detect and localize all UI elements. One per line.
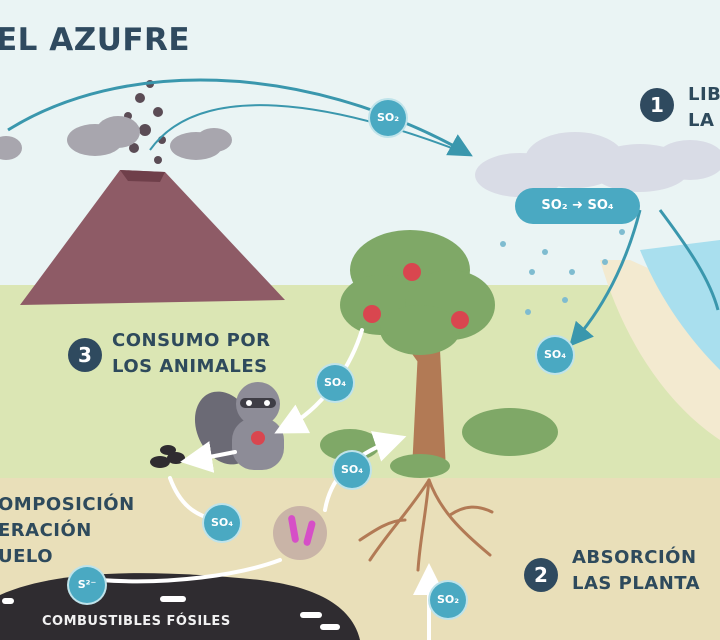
step-1-number: 1: [640, 88, 674, 122]
step-2-line2: LAS PLANTA: [572, 573, 701, 594]
step-2-label: ABSORCIÓN LAS PLANTA: [572, 545, 700, 597]
step-3-number: 3: [68, 338, 102, 372]
arrow-animal-to-droppings: [180, 441, 237, 473]
raindrops: [500, 229, 625, 315]
step-3-label: CONSUMO POR LOS ANIMALES: [112, 328, 271, 380]
step-2-line1: ABSORCIÓN: [572, 547, 697, 568]
so2-badge-air: SO₂: [370, 100, 406, 136]
arrow-rain-to-ground: [569, 209, 642, 347]
microorganism-circle: [273, 506, 327, 560]
tree-canopy: [340, 230, 495, 355]
decomposition-line1: OMPOSICIÓN: [0, 494, 135, 515]
decomposition-line2: ERACIÓN: [0, 520, 92, 541]
volcano-crater: [120, 170, 165, 182]
fossil-fuel-label: COMBUSTIBLES FÓSILES: [42, 614, 231, 629]
rain-cloud: [475, 132, 720, 197]
apples: [363, 263, 469, 329]
tree-trunk: [412, 350, 446, 470]
step-3-line1: CONSUMO POR: [112, 330, 271, 351]
so4-badge-rain: SO₄: [537, 337, 573, 373]
step-1-line2: LA: [688, 110, 715, 131]
so4-badge-decomposition: SO₄: [204, 505, 240, 541]
diagram-title: EL AZUFRE: [0, 22, 191, 58]
bacteria: [288, 515, 316, 546]
so4-badge-plant: SO₄: [317, 365, 353, 401]
step-1-label: LIB LA: [688, 82, 720, 134]
bones: [2, 596, 340, 630]
decomposition-line3: UELO: [0, 546, 54, 567]
arrow-rain-to-sea: [658, 209, 720, 311]
volcano: [20, 170, 285, 305]
arrow-fossil-to-soil: [98, 558, 282, 584]
so2-badge-root: SO₂: [430, 582, 466, 618]
smoke-cloud-left: [0, 116, 232, 160]
decomposition-label: OMPOSICIÓN ERACIÓN UELO: [0, 492, 135, 570]
step-2-number: 2: [524, 558, 558, 592]
conversion-badge: SO₂ ➜ SO₄: [515, 188, 640, 224]
step-1-line1: LIB: [688, 84, 720, 105]
sea: [640, 240, 720, 370]
step-3-line2: LOS ANIMALES: [112, 356, 268, 377]
so4-badge-soil-up: SO₄: [334, 452, 370, 488]
arrow-crater-to-cloud: [149, 104, 471, 156]
s2-badge: S²⁻: [69, 567, 105, 603]
tree-roots: [358, 478, 494, 572]
